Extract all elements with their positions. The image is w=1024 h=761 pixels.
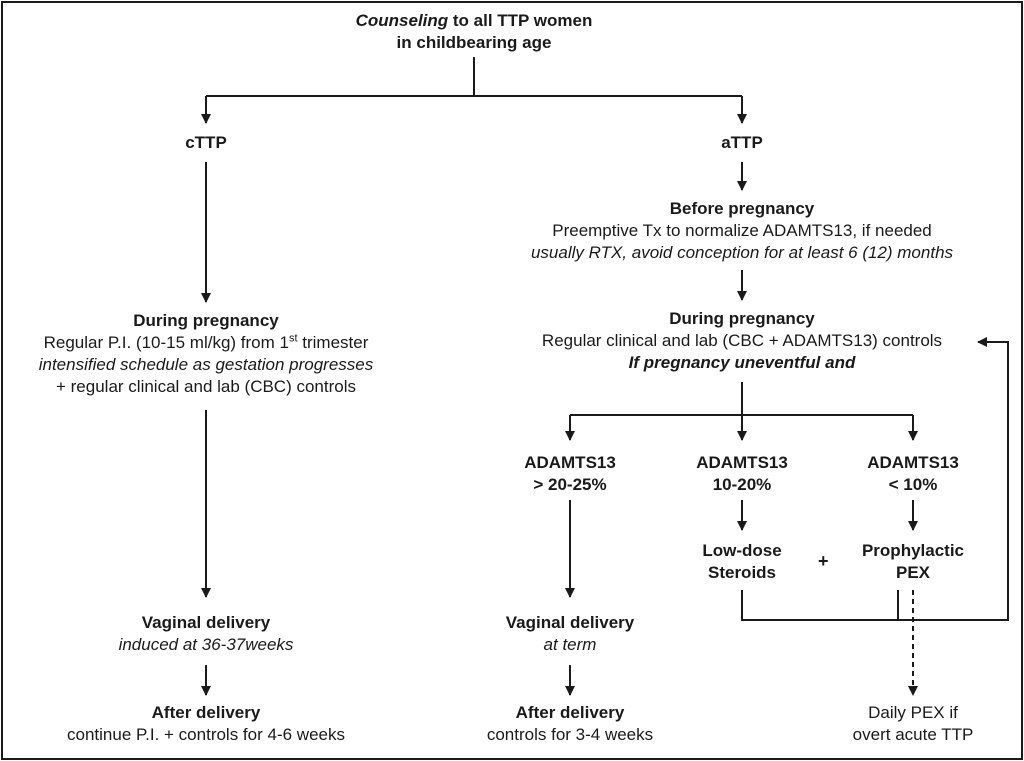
attp-before-title: Before pregnancy <box>669 199 815 218</box>
daily-pex-node: Daily PEX if overt acute TTP <box>843 702 983 746</box>
steroids-line1: Low-dose <box>702 541 782 560</box>
attp-during-line1: Regular clinical and lab (CBC + ADAMTS13… <box>541 331 943 350</box>
attp-before-line2: usually RTX, avoid conception for at lea… <box>530 243 954 262</box>
attp-delivery-node: Vaginal delivery at term <box>470 612 670 656</box>
adamts13-low-node: ADAMTS13 < 10% <box>833 452 993 496</box>
cttp-during-line1-text: Regular P.I. (10-15 ml/kg) from 1 <box>43 333 289 352</box>
pex-line2: PEX <box>895 563 931 582</box>
steroids-line2: Steroids <box>707 563 777 582</box>
counseling-rest: to all TTP women <box>448 11 593 30</box>
edge-steroids-loop <box>741 337 1009 621</box>
daily-pex-line2: overt acute TTP <box>852 725 974 744</box>
attp-during-title: During pregnancy <box>669 309 815 328</box>
counseling-line2: in childbearing age <box>396 33 552 52</box>
attp-after-node: After delivery controls for 3-4 weeks <box>460 702 680 746</box>
adamts13-mid-node: ADAMTS13 10-20% <box>662 452 822 496</box>
daily-pex-line1: Daily PEX if <box>868 703 958 722</box>
adamts13-mid-value: 10-20% <box>712 475 772 494</box>
adamts13-mid-label: ADAMTS13 <box>696 453 788 472</box>
pex-line1: Prophylactic <box>861 541 965 560</box>
cttp-during-line1-sup: st <box>288 332 298 345</box>
cttp-during-line3: + regular clinical and lab (CBC) control… <box>56 377 356 396</box>
attp-during-line2: If pregnancy uneventful and <box>628 353 856 372</box>
cttp-during-line1: Regular P.I. (10-15 ml/kg) from 1st trim… <box>6 332 406 354</box>
counseling-italic: Counseling <box>355 11 449 30</box>
attp-after-title: After delivery <box>515 703 625 722</box>
cttp-during-line2: intensified schedule as gestation progre… <box>38 355 374 374</box>
adamts13-low-value: < 10% <box>888 475 938 494</box>
adamts13-high-node: ADAMTS13 > 20-25% <box>490 452 650 496</box>
cttp-after-sub: continue P.I. + controls for 4-6 weeks <box>67 725 345 744</box>
attp-delivery-title: Vaginal delivery <box>505 613 635 632</box>
adamts13-high-value: > 20-25% <box>533 475 607 494</box>
cttp-node: cTTP <box>185 133 227 152</box>
cttp-delivery-sub: induced at 36-37weeks <box>118 635 294 654</box>
cttp-after-title: After delivery <box>151 703 261 722</box>
attp-node: aTTP <box>721 133 763 152</box>
steroids-node: Low-dose Steroids <box>682 540 802 584</box>
cttp-during-title: During pregnancy <box>133 311 279 330</box>
attp-delivery-sub: at term <box>543 635 597 654</box>
counseling-node: Counseling to all TTP women in childbear… <box>274 10 674 54</box>
cttp-after-node: After delivery continue P.I. + controls … <box>16 702 396 746</box>
adamts13-high-label: ADAMTS13 <box>524 453 616 472</box>
plus-sign: + <box>818 551 829 571</box>
attp-during-node: During pregnancy Regular clinical and la… <box>492 308 992 374</box>
cttp-delivery-title: Vaginal delivery <box>141 613 271 632</box>
adamts13-low-label: ADAMTS13 <box>867 453 959 472</box>
attp-after-sub: controls for 3-4 weeks <box>486 725 654 744</box>
pex-node: Prophylactic PEX <box>843 540 983 584</box>
cttp-during-line1-end: trimester <box>297 333 369 352</box>
attp-before-line1: Preemptive Tx to normalize ADAMTS13, if … <box>552 221 932 240</box>
cttp-delivery-node: Vaginal delivery induced at 36-37weeks <box>56 612 356 656</box>
cttp-during-node: During pregnancy Regular P.I. (10-15 ml/… <box>6 310 406 398</box>
attp-before-node: Before pregnancy Preemptive Tx to normal… <box>472 198 1012 264</box>
